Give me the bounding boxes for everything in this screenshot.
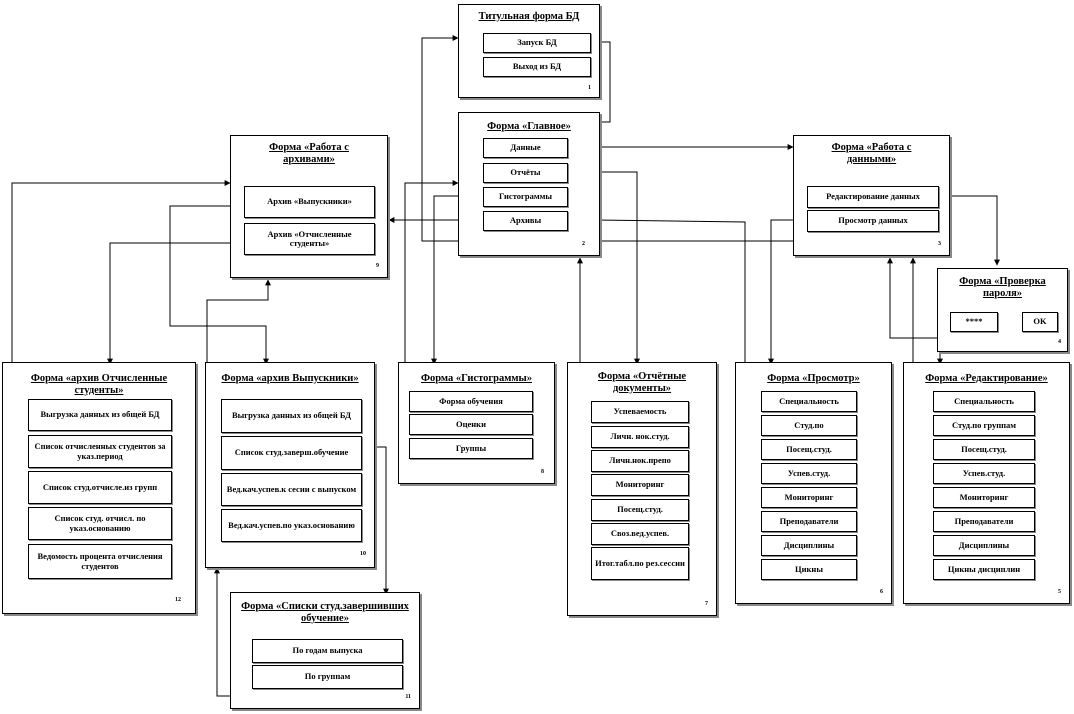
button-monitoring[interactable]: Мониторинг: [591, 474, 689, 496]
ok-button[interactable]: OK: [1022, 312, 1058, 332]
button-view-attendance[interactable]: Посещ.студ.: [761, 439, 857, 460]
button-edit-monitoring[interactable]: Мониторинг: [933, 487, 1035, 508]
form-edit-heading: Форма «Редактирование»: [925, 373, 1048, 384]
button-edit-attendance[interactable]: Посещ.студ.: [933, 439, 1035, 460]
wire-main-back-to-title: [421, 35, 485, 242]
password-input[interactable]: ****: [950, 312, 998, 332]
button-archives[interactable]: Архивы: [483, 211, 568, 231]
button-view-teachers[interactable]: Преподаватели: [761, 511, 857, 532]
button-exp-list-period[interactable]: Список отчисленных студентов за указ.пер…: [28, 435, 172, 468]
form-view-heading: Форма «Просмотр»: [767, 373, 860, 384]
form-number: 7: [705, 601, 708, 607]
form-title-heading: Титульная форма БД: [478, 11, 580, 22]
button-grad-reason[interactable]: Вед.кач.успев.по указ.основанию: [221, 509, 362, 542]
form-expelled-heading: Форма «архив Отчисленные студенты»: [30, 373, 168, 396]
button-teacher-personal[interactable]: Личн.нок.препо: [591, 450, 689, 472]
button-histograms[interactable]: Гистограммы: [483, 187, 568, 207]
form-data-heading: Форма «Работа с данными»: [831, 142, 912, 165]
button-summary[interactable]: Своз.вед.успев.: [591, 523, 689, 545]
button-view-students[interactable]: Студ.по: [761, 415, 857, 436]
button-exp-list-groups[interactable]: Список студ.отчисле.из групп: [28, 471, 172, 504]
form-number: 2: [582, 241, 585, 247]
button-education-form[interactable]: Форма обучения: [409, 391, 533, 412]
button-student-personal[interactable]: Личн. нок.студ.: [591, 426, 689, 448]
wire-exp-to-expform: [107, 242, 243, 365]
button-exp-export[interactable]: Выгрузка данных из общей БД: [28, 399, 172, 431]
form-number: 9: [376, 263, 379, 269]
button-grad-session[interactable]: Вед.кач.успев.к сесии с выпуском: [221, 473, 362, 506]
button-edit-data[interactable]: Редактирование данных: [807, 186, 939, 208]
form-graduates-heading: Форма «архив Выпускники»: [221, 373, 359, 384]
form-number: 10: [360, 551, 366, 557]
form-number: 11: [405, 694, 411, 700]
button-edit-cycles[interactable]: Цикны дисциплин: [933, 559, 1035, 580]
form-main: Форма «Главное» Данные Отчёты Гистограмм…: [458, 112, 600, 256]
form-data: Форма «Работа с данными» Редактирование …: [793, 135, 950, 256]
button-edit-specialty[interactable]: Специальность: [933, 391, 1035, 412]
button-by-year[interactable]: По годам выпуска: [252, 639, 403, 663]
button-edit-disciplines[interactable]: Дисциплины: [933, 535, 1035, 556]
form-title: Титульная форма БД Запуск БД Выход из БД…: [458, 4, 600, 98]
button-archive-graduates[interactable]: Архив «Выпускники»: [244, 186, 375, 218]
form-archives: Форма «Работа с архивами» Архив «Выпускн…: [230, 135, 388, 278]
form-number: 8: [541, 469, 544, 475]
button-reports[interactable]: Отчёты: [483, 163, 568, 183]
form-password: Форма «Проверка пароля» **** OK 4: [937, 268, 1068, 352]
button-grades[interactable]: Оценки: [409, 414, 533, 435]
wire-start-to-main: [590, 41, 611, 125]
form-graduates: Форма «архив Выпускники» Выгрузка данных…: [205, 362, 375, 568]
form-archives-heading: Форма «Работа с архивами»: [269, 142, 349, 165]
form-password-heading: Форма «Проверка пароля»: [959, 276, 1046, 299]
button-edit-performance[interactable]: Успев.студ.: [933, 463, 1035, 484]
button-view-data[interactable]: Просмотр данных: [807, 210, 939, 232]
button-exp-list-reason[interactable]: Список студ. отчисл. по указ.основанию: [28, 507, 172, 540]
form-edit: Форма «Редактирование» Специальность Сту…: [903, 362, 1070, 604]
button-attendance[interactable]: Посещ.студ.: [591, 499, 689, 521]
button-start-db[interactable]: Запуск БД: [483, 33, 591, 53]
button-edit-students[interactable]: Студ.по группам: [933, 415, 1035, 436]
form-reports: Форма «Отчётные документы» Успеваемость …: [567, 362, 717, 616]
button-edit-teachers[interactable]: Преподаватели: [933, 511, 1035, 532]
button-view-monitoring[interactable]: Мониторинг: [761, 487, 857, 508]
wire-grad-to-gradform: [169, 205, 269, 365]
form-number: 12: [175, 597, 181, 603]
button-session-results[interactable]: Итог.табл.по рез.сессии: [591, 547, 689, 580]
form-lists-heading: Форма «Списки студ.завершивших обучение»: [241, 601, 409, 624]
form-reports-heading: Форма «Отчётные документы»: [597, 371, 687, 394]
button-view-specialty[interactable]: Специальность: [761, 391, 857, 412]
form-histograms-heading: Форма «Гистограммы»: [420, 373, 533, 384]
button-data[interactable]: Данные: [483, 138, 568, 158]
button-view-disciplines[interactable]: Дисциплины: [761, 535, 857, 556]
form-number: 3: [938, 241, 941, 247]
form-number: 1: [588, 85, 591, 91]
button-view-cycles[interactable]: Цикны: [761, 559, 857, 580]
button-performance[interactable]: Успеваемость: [591, 401, 689, 423]
button-groups[interactable]: Группы: [409, 438, 533, 459]
button-by-group[interactable]: По группам: [252, 665, 403, 689]
form-view: Форма «Просмотр» Специальность Студ.по П…: [735, 362, 892, 604]
form-main-heading: Форма «Главное»: [487, 121, 571, 132]
button-view-performance[interactable]: Успев.студ.: [761, 463, 857, 484]
form-histograms: Форма «Гистограммы» Форма обучения Оценк…: [398, 362, 555, 484]
button-archive-expelled[interactable]: Архив «Отчисленные студенты»: [244, 223, 375, 255]
form-lists: Форма «Списки студ.завершивших обучение»…: [230, 592, 420, 709]
form-number: 5: [1058, 589, 1061, 595]
form-number: 4: [1058, 339, 1061, 345]
form-expelled: Форма «архив Отчисленные студенты» Выгру…: [2, 362, 196, 614]
button-exp-percent[interactable]: Ведомость процента отчисления студентов: [28, 544, 172, 579]
button-grad-export[interactable]: Выгрузка данных из общей БД: [221, 399, 362, 433]
button-grad-list[interactable]: Список студ.заверш.обучение: [221, 436, 362, 470]
wire-edit-to-password: [939, 195, 1000, 266]
form-number: 6: [880, 589, 883, 595]
button-exit-db[interactable]: Выход из БД: [483, 57, 591, 77]
